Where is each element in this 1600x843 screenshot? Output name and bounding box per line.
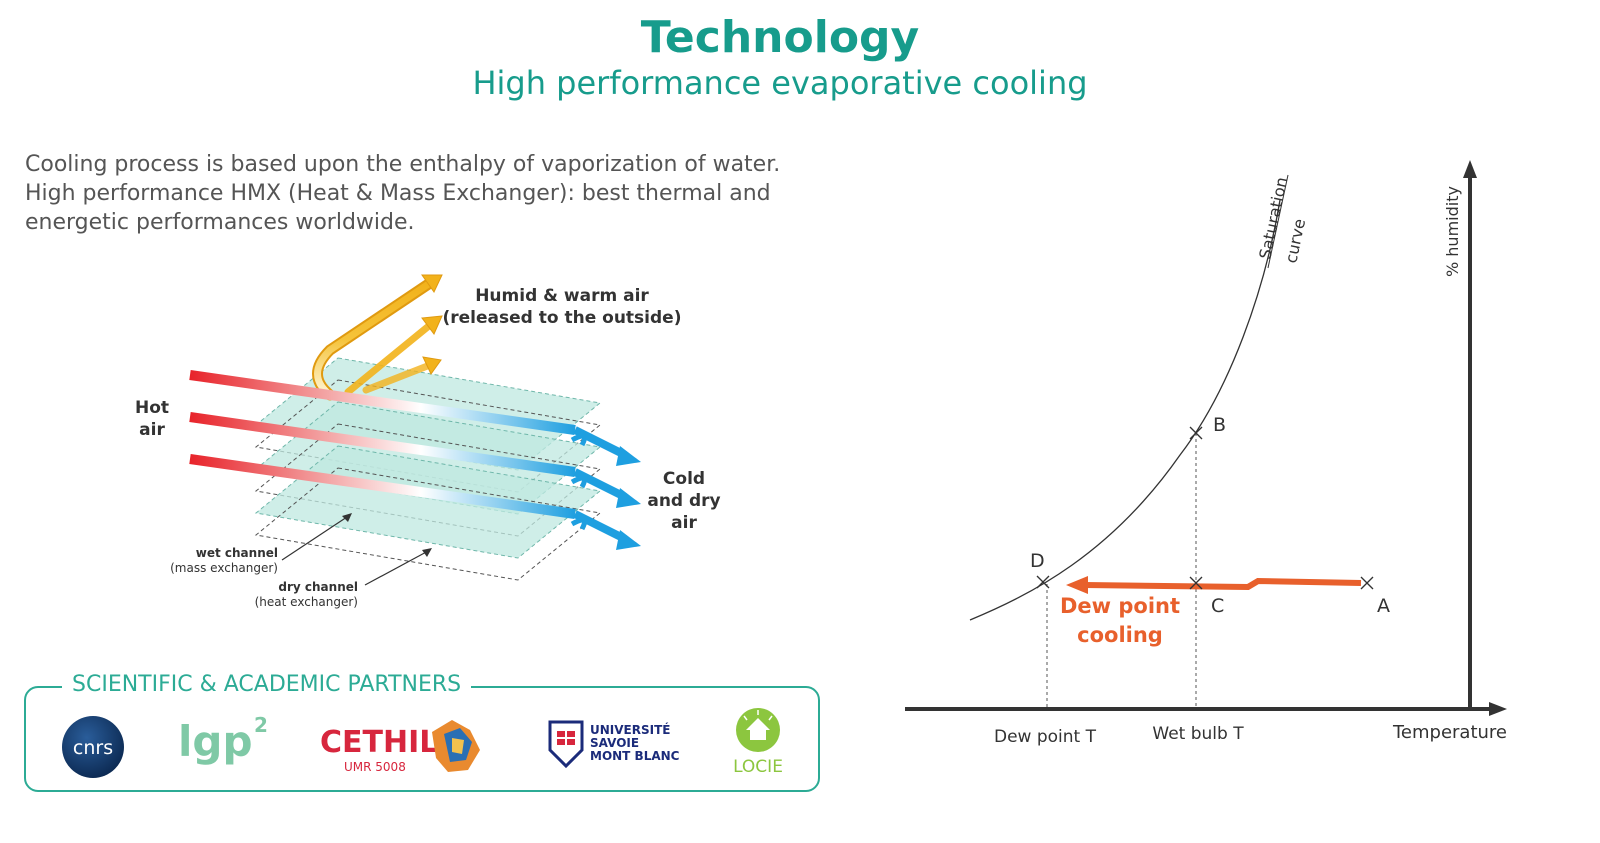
cnrs-logo: cnrs [62, 716, 124, 778]
saturation-curve [969, 199, 1281, 621]
humid-air-label-1: Humid & warm air [475, 286, 649, 306]
point-b-label: B [1213, 414, 1226, 436]
y-axis-arrowhead [1463, 160, 1477, 178]
cethil-logo: CETHIL UMR 5008 [320, 720, 480, 774]
partners-box: SCIENTIFIC & ACADEMIC PARTNERS cnrs lgp … [24, 672, 820, 792]
point-d-label: D [1030, 550, 1045, 572]
point-a-marker [1360, 576, 1374, 590]
saturation-label-divider [1267, 174, 1289, 269]
x-axis-label: Temperature [1392, 722, 1507, 743]
wet-channel-label-1: wet channel [196, 546, 278, 560]
page-subtitle: High performance evaporative cooling [472, 64, 1088, 102]
dew-point-cooling-label-2: cooling [1077, 623, 1163, 647]
usmb-line-3: MONT BLANC [590, 749, 680, 763]
intro-paragraph: Cooling process is based upon the enthal… [25, 150, 885, 237]
hot-air-label-1: Hot [135, 398, 169, 418]
cold-air-label-3: air [671, 513, 697, 533]
dew-point-cooling-label-1: Dew point [1060, 594, 1180, 618]
dew-point-cooling-arrow [1084, 577, 1362, 591]
air-flow-arrows [189, 370, 641, 550]
hot-air-label-2: air [139, 420, 165, 440]
wet-channel-pointer [281, 514, 351, 561]
saturation-label-2: curve [1281, 217, 1309, 265]
dry-channel-label-1: dry channel [278, 580, 358, 594]
point-c-marker [1189, 576, 1203, 590]
exchanger-diagram: Humid & warm air (released to the outsid… [135, 274, 721, 609]
cold-air-label-1: Cold [663, 469, 705, 489]
point-c-label: C [1211, 595, 1224, 617]
cethil-logo-text: CETHIL [320, 725, 438, 760]
x-axis-arrowhead [1489, 702, 1507, 716]
dry-channel-label-2: (heat exchanger) [255, 595, 358, 609]
point-b-marker [1189, 426, 1203, 440]
wet-channel-label-2: (mass exchanger) [170, 561, 278, 575]
locie-house-icon [746, 718, 770, 740]
plate-wet-3 [254, 445, 602, 559]
locie-logo-text: LOCIE [733, 757, 783, 777]
locie-logo: LOCIE [733, 708, 783, 777]
cold-air-label-2: and dry [647, 491, 720, 511]
intro-line-1: Cooling process is based upon the enthal… [25, 152, 781, 177]
usmb-line-2: SAVOIE [590, 736, 639, 750]
dew-point-t-label: Dew point T [994, 727, 1097, 747]
intro-line-3: energetic performances worldwide. [25, 210, 415, 235]
partners-title: SCIENTIFIC & ACADEMIC PARTNERS [62, 672, 472, 697]
humid-air-label-2: (released to the outside) [443, 308, 682, 328]
usmb-line-1: UNIVERSITÉ [590, 722, 670, 737]
dew-point-cooling-arrowhead [1066, 576, 1088, 594]
y-axis-label: % humidity [1443, 186, 1462, 277]
dry-channel-pointer [364, 549, 431, 586]
lgp2-logo: lgp 2 [178, 713, 268, 766]
usmb-logo: UNIVERSITÉ SAVOIE MONT BLANC [548, 720, 680, 769]
lgp2-logo-text: lgp [178, 717, 253, 766]
wet-bulb-t-label: Wet bulb T [1152, 724, 1244, 744]
lgp2-logo-sup: 2 [254, 713, 268, 737]
point-d-marker [1036, 575, 1050, 589]
point-a-label: A [1377, 595, 1390, 617]
page-title: Technology [640, 12, 920, 63]
cethil-logo-sub: UMR 5008 [344, 760, 406, 774]
cnrs-logo-text: cnrs [73, 737, 113, 759]
intro-line-2: High performance HMX (Heat & Mass Exchan… [25, 181, 771, 206]
plate-dry-3 [254, 467, 602, 581]
psychrometric-diagram: Saturation curve % humidity Temperature … [905, 160, 1507, 747]
